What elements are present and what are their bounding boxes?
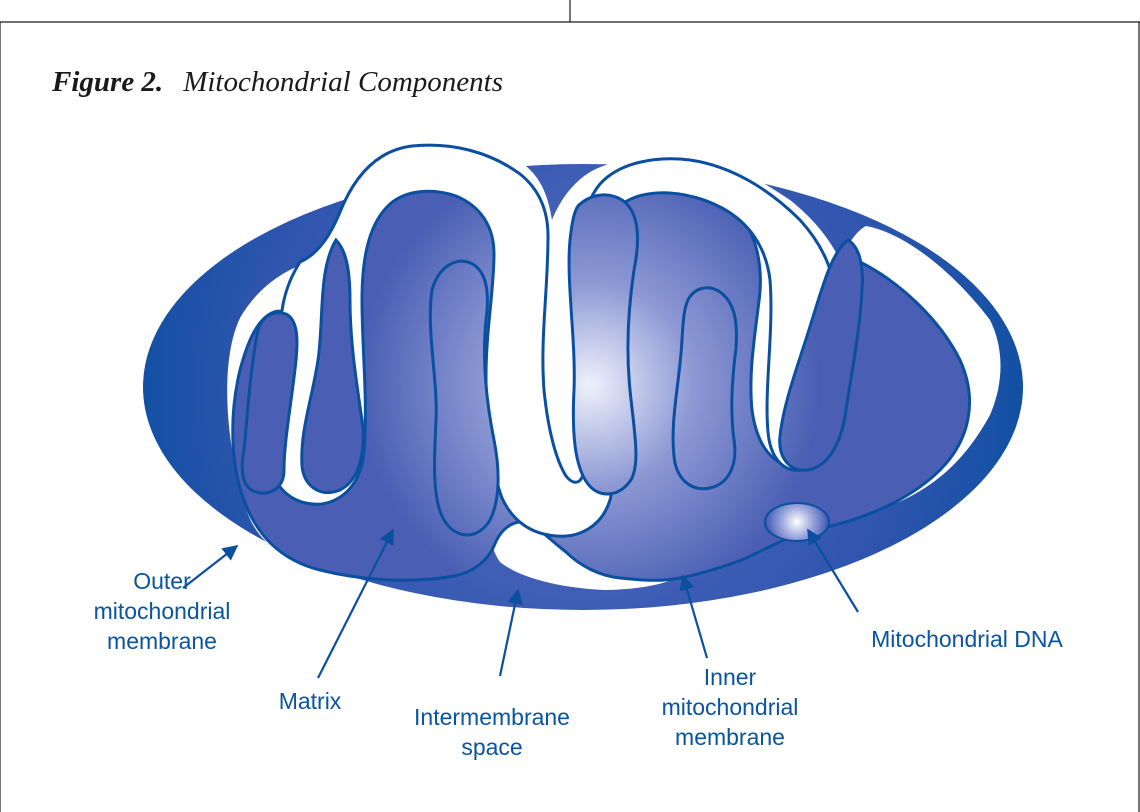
mitochondrial-dna [765, 503, 829, 541]
figure-caption: Mitochondrial Components [183, 66, 503, 98]
label-matrix: Matrix [240, 686, 380, 716]
label-outer-membrane: Outer mitochondrial membrane [62, 566, 262, 656]
matrix-lobe-5 [673, 288, 736, 489]
label-inner-membrane: Inner mitochondrial membrane [630, 662, 830, 752]
figure-title: Figure 2. Mitochondrial Components [52, 66, 503, 99]
label-mitochondrial-dna: Mitochondrial DNA [832, 624, 1102, 654]
label-intermembrane-space: Intermembrane space [372, 702, 612, 762]
matrix-lobe-4 [569, 195, 638, 494]
figure-number: Figure 2. [52, 66, 163, 98]
matrix-lobe-3 [430, 261, 498, 535]
